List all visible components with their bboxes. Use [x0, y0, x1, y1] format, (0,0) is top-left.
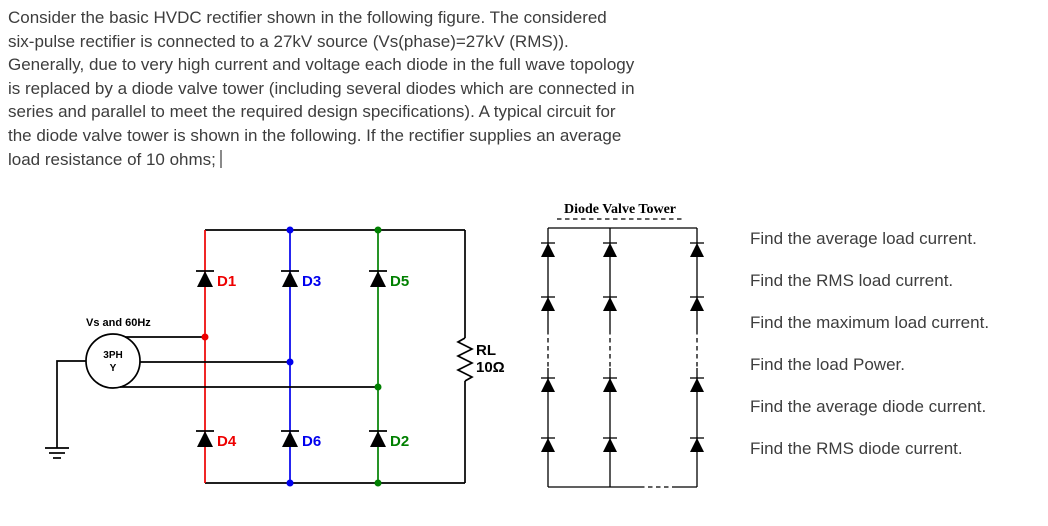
three-phase-source: [85, 333, 141, 389]
tower-diode: [541, 437, 555, 452]
tower-diode: [603, 242, 617, 257]
question-item-6: Find the RMS diode current.: [750, 439, 963, 458]
tower-column-3: [690, 228, 704, 487]
diode-d4: [196, 430, 214, 447]
question-item-2: Find the RMS load current.: [750, 271, 954, 290]
problem-line-7-text: load resistance of 10 ohms;: [8, 149, 216, 169]
question-item-4: Find the load Power.: [750, 355, 905, 374]
ground-symbol: [45, 447, 69, 459]
diode-d6: [281, 430, 299, 447]
diode-label-d1: D1: [217, 273, 236, 290]
load-value-label: 10Ω: [476, 359, 505, 376]
problem-line-2: six-pulse rectifier is connected to a 27…: [8, 31, 569, 51]
tower-diode: [690, 242, 704, 257]
diode-d2: [369, 430, 387, 447]
tower-diode: [541, 296, 555, 311]
diode-label-d6: D6: [302, 433, 321, 450]
tower-diode: [690, 296, 704, 311]
diode-d3: [281, 270, 299, 287]
problem-line-4: is replaced by a diode valve tower (incl…: [8, 78, 635, 98]
text-cursor: [219, 149, 222, 168]
diode-label-d5: D5: [390, 273, 409, 290]
diode-d5: [369, 270, 387, 287]
tower-column-2: [603, 228, 617, 487]
tower-diode: [690, 377, 704, 392]
question-item-5: Find the average diode current.: [750, 397, 987, 416]
diode-valve-tower-diagram: Diode Valve Tower: [541, 202, 704, 488]
load-name-label: RL: [476, 342, 496, 359]
question-item-1: Find the average load current.: [750, 229, 977, 248]
valve-tower-title: Diode Valve Tower: [564, 202, 676, 217]
tower-diode: [603, 296, 617, 311]
junction-dot-phase-a: [201, 333, 209, 341]
problem-line-5: series and parallel to meet the required…: [8, 102, 616, 122]
source-title-label: Vs and 60Hz: [86, 317, 151, 329]
tower-diode: [541, 242, 555, 257]
question-item-3: Find the maximum load current.: [750, 313, 990, 332]
problem-line-7: load resistance of 10 ohms;: [8, 148, 635, 172]
tower-diode: [603, 377, 617, 392]
source-config-label: Y: [110, 363, 117, 374]
questions-list: Find the average load current. Find the …: [750, 218, 989, 470]
problem-line-3: Generally, due to very high current and …: [8, 55, 635, 75]
diode-d1: [196, 270, 214, 287]
tower-diode: [541, 377, 555, 392]
junction-dot-top-c: [374, 226, 382, 234]
problem-line-1: Consider the basic HVDC rectifier shown …: [8, 8, 607, 27]
tower-column-1: [541, 228, 555, 487]
resistor-symbol: [456, 337, 474, 382]
problem-statement[interactable]: Consider the basic HVDC rectifier shown …: [8, 6, 635, 171]
tower-diode: [690, 437, 704, 452]
junction-dot-top-b: [286, 226, 294, 234]
tower-diode: [603, 437, 617, 452]
diode-label-d4: D4: [217, 433, 237, 450]
diode-label-d2: D2: [390, 433, 409, 450]
diode-label-d3: D3: [302, 273, 321, 290]
junction-dot-phase-c: [374, 383, 382, 391]
ground-wire: [56, 360, 86, 448]
source-type-label: 3PH: [103, 350, 122, 361]
rectifier-circuit-diagram: RL 10Ω Vs and 60Hz 3PH Y: [45, 226, 505, 487]
junction-dot-bottom-c: [374, 479, 382, 487]
problem-line-6: the diode valve tower is shown in the fo…: [8, 125, 622, 145]
junction-dot-bottom-b: [286, 479, 294, 487]
junction-dot-phase-b: [286, 358, 294, 366]
